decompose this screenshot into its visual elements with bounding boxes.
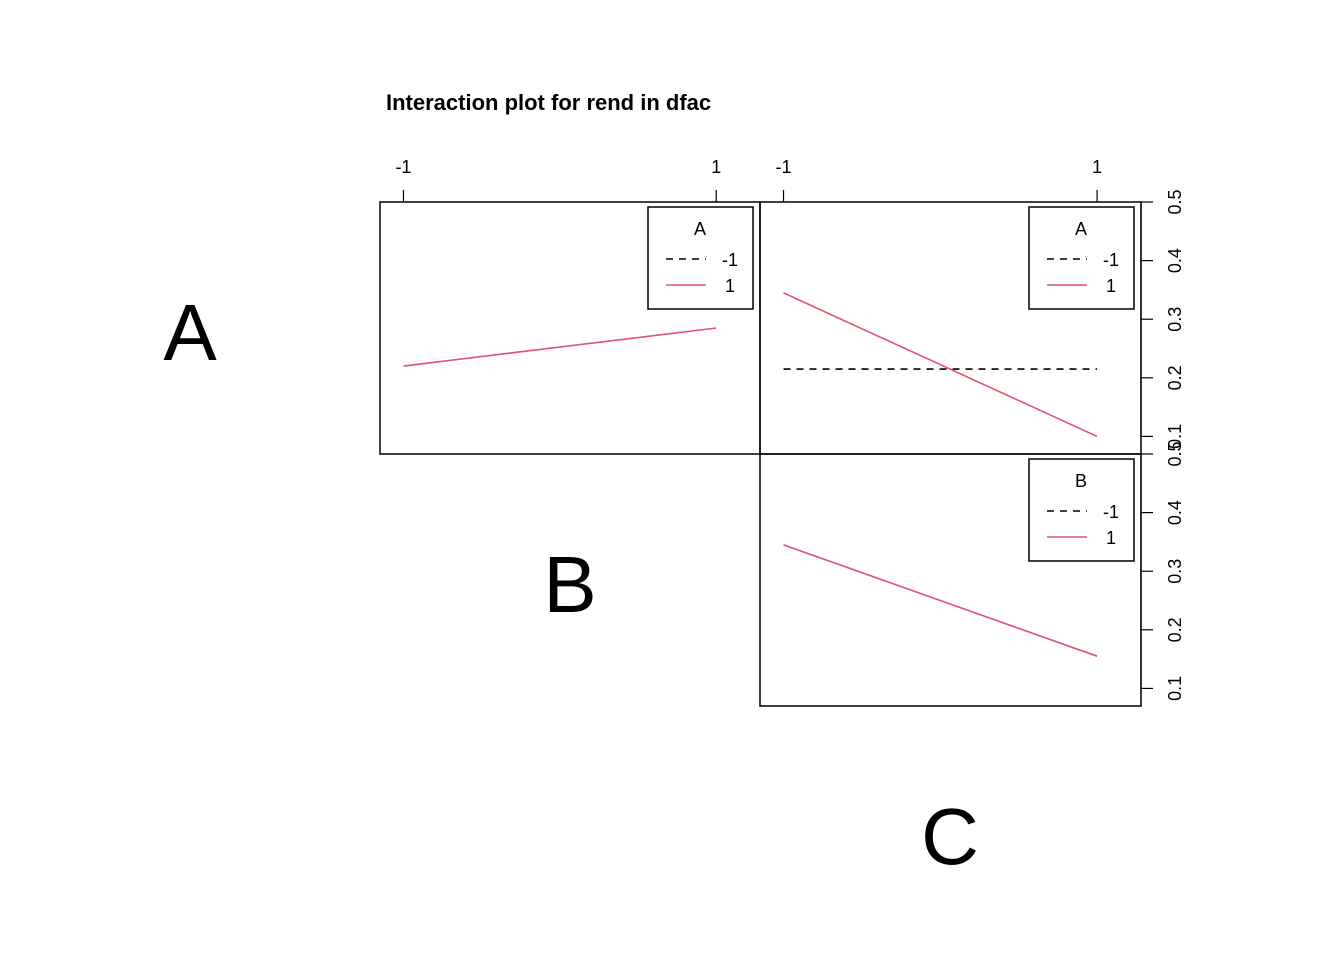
series-line-1 bbox=[403, 327, 717, 367]
chart-title: Interaction plot for rend in dfac bbox=[386, 90, 711, 115]
legend-title: A bbox=[694, 219, 706, 239]
x-tick-label: 1 bbox=[1092, 157, 1102, 177]
factor-label-b: B bbox=[543, 540, 596, 629]
legend-entry: -1 bbox=[1103, 502, 1119, 522]
legend-entry: 1 bbox=[1106, 528, 1116, 548]
legend-entry: -1 bbox=[722, 250, 738, 270]
legend-entry: 1 bbox=[1106, 276, 1116, 296]
y-tick-label: 0.2 bbox=[1165, 617, 1185, 642]
y-tick-label: 0.5 bbox=[1165, 441, 1185, 466]
legend-title: A bbox=[1075, 219, 1087, 239]
x-tick-label: -1 bbox=[395, 157, 411, 177]
y-tick-label: 0.4 bbox=[1165, 500, 1185, 525]
y-tick-label: 0.2 bbox=[1165, 365, 1185, 390]
legend-box bbox=[1028, 458, 1135, 562]
x-tick-label: 1 bbox=[711, 157, 721, 177]
y-tick-label: 0.3 bbox=[1165, 307, 1185, 332]
series-line-1 bbox=[783, 544, 1098, 657]
y-tick-label: 0.1 bbox=[1165, 424, 1185, 449]
y-tick-label: 0.4 bbox=[1165, 248, 1185, 273]
legend-entry: -1 bbox=[1103, 250, 1119, 270]
legend-title: B bbox=[1075, 471, 1087, 491]
legend-box bbox=[647, 206, 754, 310]
legend-entry: 1 bbox=[725, 276, 735, 296]
y-tick-label: 0.1 bbox=[1165, 676, 1185, 701]
x-tick-label: -1 bbox=[776, 157, 792, 177]
factor-label-a: A bbox=[163, 288, 217, 377]
y-tick-label: 0.3 bbox=[1165, 559, 1185, 584]
factor-label-c: C bbox=[921, 792, 979, 881]
y-tick-label: 0.5 bbox=[1165, 189, 1185, 214]
series-line-1 bbox=[783, 292, 1098, 438]
legend-box bbox=[1028, 206, 1135, 310]
